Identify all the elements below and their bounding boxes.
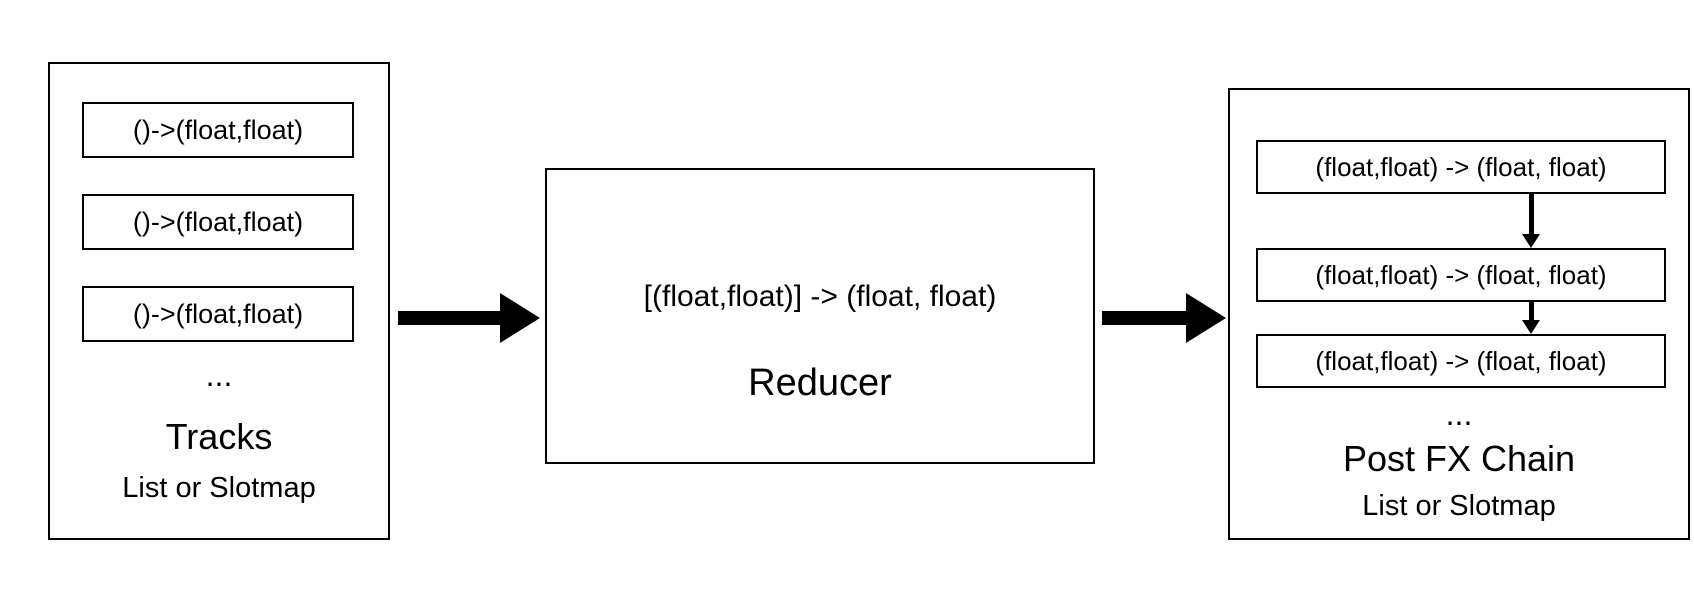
postfx-box: (float,float) -> (float, float) (float,f… — [1228, 88, 1690, 540]
postfx-ellipsis: ... — [1445, 396, 1473, 432]
arrow-head — [1522, 320, 1540, 334]
track-item: ()->(float,float) — [82, 102, 354, 158]
postfx-title: Post FX Chain — [1342, 438, 1576, 479]
track-item: ()->(float,float) — [82, 286, 354, 342]
fx-item: (float,float) -> (float, float) — [1256, 248, 1666, 302]
arrow-shaft — [1102, 311, 1186, 325]
arrow-shaft — [1529, 302, 1534, 320]
reducer-title: Reducer — [748, 362, 892, 404]
postfx-subtitle: List or Slotmap — [1362, 490, 1556, 522]
fx-down-arrow-icon — [1522, 194, 1540, 248]
fx-down-arrow-icon — [1522, 302, 1540, 334]
reducer-signature: [(float,float)] -> (float, float) — [643, 280, 997, 313]
tracks-title: Tracks — [165, 416, 273, 457]
tracks-subtitle: List or Slotmap — [122, 472, 316, 504]
tracks-ellipsis: ... — [205, 357, 233, 393]
arrow-head — [1522, 234, 1540, 248]
track-item: ()->(float,float) — [82, 194, 354, 250]
tracks-to-reducer-arrow-icon — [398, 293, 540, 343]
arrow-head — [1186, 293, 1226, 343]
arrow-shaft — [398, 311, 500, 325]
reducer-to-postfx-arrow-icon — [1102, 293, 1226, 343]
arrow-shaft — [1529, 194, 1534, 234]
fx-item: (float,float) -> (float, float) — [1256, 140, 1666, 194]
arrow-head — [500, 293, 540, 343]
reducer-box: [(float,float)] -> (float, float) Reduce… — [545, 168, 1095, 464]
fx-item: (float,float) -> (float, float) — [1256, 334, 1666, 388]
tracks-box: ()->(float,float) ()->(float,float) ()->… — [48, 62, 390, 540]
